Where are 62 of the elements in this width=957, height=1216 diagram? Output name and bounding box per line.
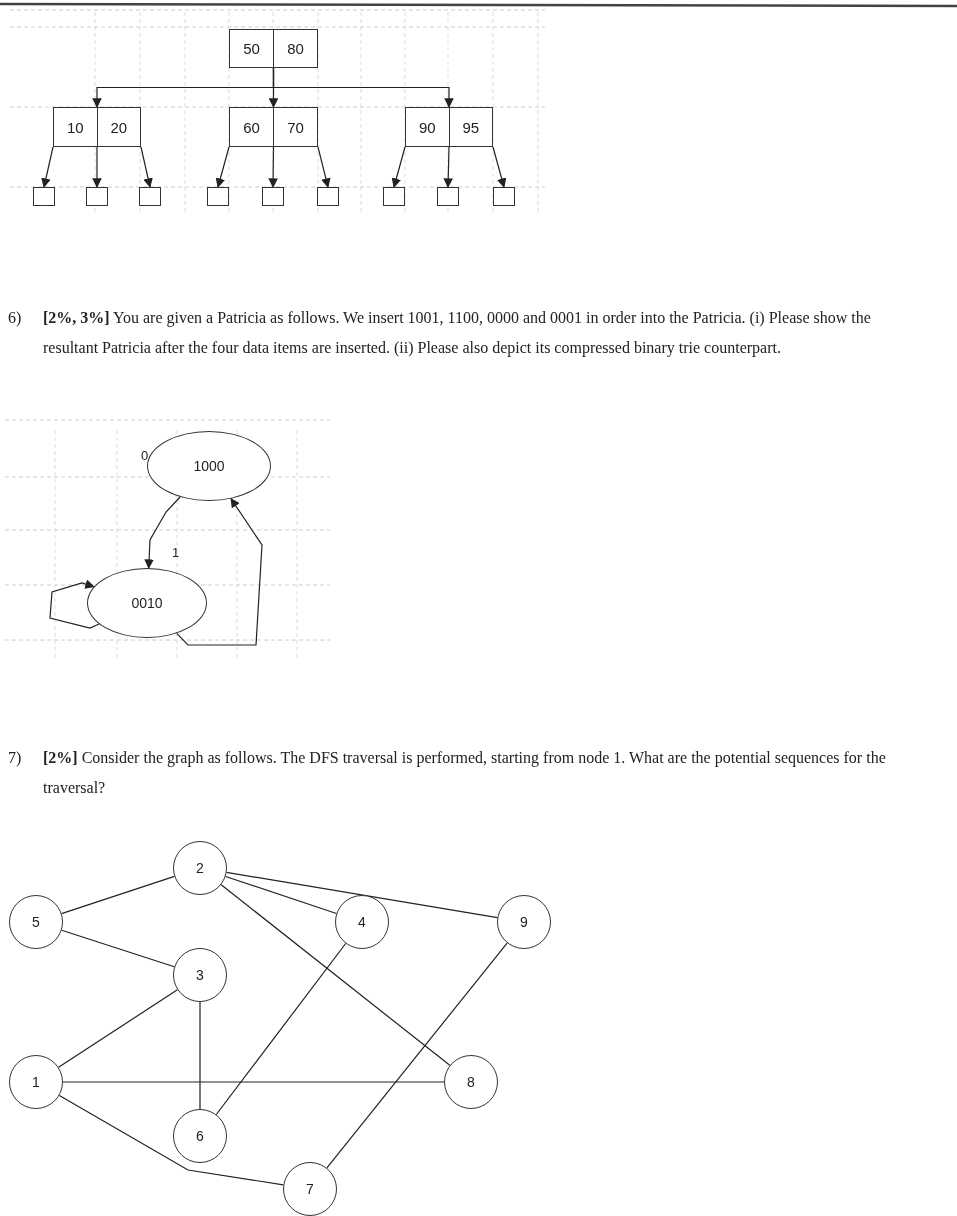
- question-number: 6): [8, 308, 23, 329]
- connector-line: [199, 1001, 201, 1110]
- leaf-box: [437, 187, 459, 206]
- connector-line: [226, 871, 498, 919]
- graph-vertex: 1: [9, 1055, 63, 1109]
- key-value: 70: [286, 117, 305, 138]
- question-number: 7): [8, 748, 23, 769]
- key-node: [229, 29, 318, 68]
- bit-index-label: 0: [141, 448, 149, 463]
- graph-vertex: 3: [173, 948, 227, 1002]
- arrow: [272, 67, 454, 108]
- arrow: [317, 146, 331, 188]
- leaf-box: [493, 187, 515, 206]
- key-value: 10: [54, 108, 98, 146]
- patricia-node: 1000: [147, 431, 271, 501]
- leaf-box: [383, 187, 405, 206]
- leaf-box: [207, 187, 229, 206]
- connector-line: [215, 942, 347, 1116]
- leaf-box: [317, 187, 339, 206]
- graph-vertex: 7: [283, 1162, 337, 1216]
- key-node: [53, 107, 141, 147]
- bit-index-label: 1: [172, 545, 180, 560]
- key-value: 90: [406, 108, 450, 146]
- arrow: [41, 146, 54, 188]
- arrow: [49, 579, 100, 629]
- key-value: 20: [109, 117, 129, 138]
- leaf-box: [33, 187, 55, 206]
- arrow: [268, 146, 278, 188]
- key-value: 80: [286, 39, 305, 59]
- graph-vertex: 2: [173, 841, 227, 895]
- connector-line: [62, 1081, 445, 1083]
- graph-vertex: 4: [335, 895, 389, 949]
- arrow: [391, 146, 406, 188]
- arrow: [443, 146, 453, 188]
- arrow: [176, 497, 263, 646]
- connector-line: [225, 875, 337, 915]
- patricia-node: 0010: [87, 568, 207, 638]
- question-text: [2%, 3%] You are given a Patricia as follows. We insert 1001, 1100, 0000 and 0001 in order into the Patricia. (i) Please show the resultant Patricia after the four data items are inserted. (ii) Please also depict its compressed binary trie counterpart.: [43, 308, 872, 359]
- key-node: [405, 107, 493, 147]
- key-node: [229, 107, 318, 147]
- arrow: [92, 146, 102, 188]
- key-value: 95: [461, 117, 481, 138]
- arrow: [492, 146, 507, 188]
- leaf-box: [139, 187, 161, 206]
- graph-vertex: 5: [9, 895, 63, 949]
- connector-line: [220, 884, 451, 1066]
- leaf-box: [86, 187, 108, 206]
- connector-line: [58, 989, 178, 1068]
- connector-line: [61, 875, 175, 915]
- graph-vertex: 8: [444, 1055, 498, 1109]
- connector-line: [61, 929, 175, 968]
- leaf-box: [262, 187, 284, 206]
- arrow: [144, 496, 181, 569]
- question-text: [2%] Consider the graph as follows. The DFS traversal is performed, starting from node 1. What are the potential sequences for the traversal?: [43, 748, 887, 798]
- key-value: 60: [230, 108, 274, 146]
- key-value: 50: [230, 30, 274, 67]
- graph-vertex: 9: [497, 895, 551, 949]
- connector-line: [326, 942, 508, 1169]
- arrow: [215, 146, 230, 188]
- arrow: [140, 146, 153, 188]
- connector-line: [58, 1094, 284, 1186]
- graph-vertex: 6: [173, 1109, 227, 1163]
